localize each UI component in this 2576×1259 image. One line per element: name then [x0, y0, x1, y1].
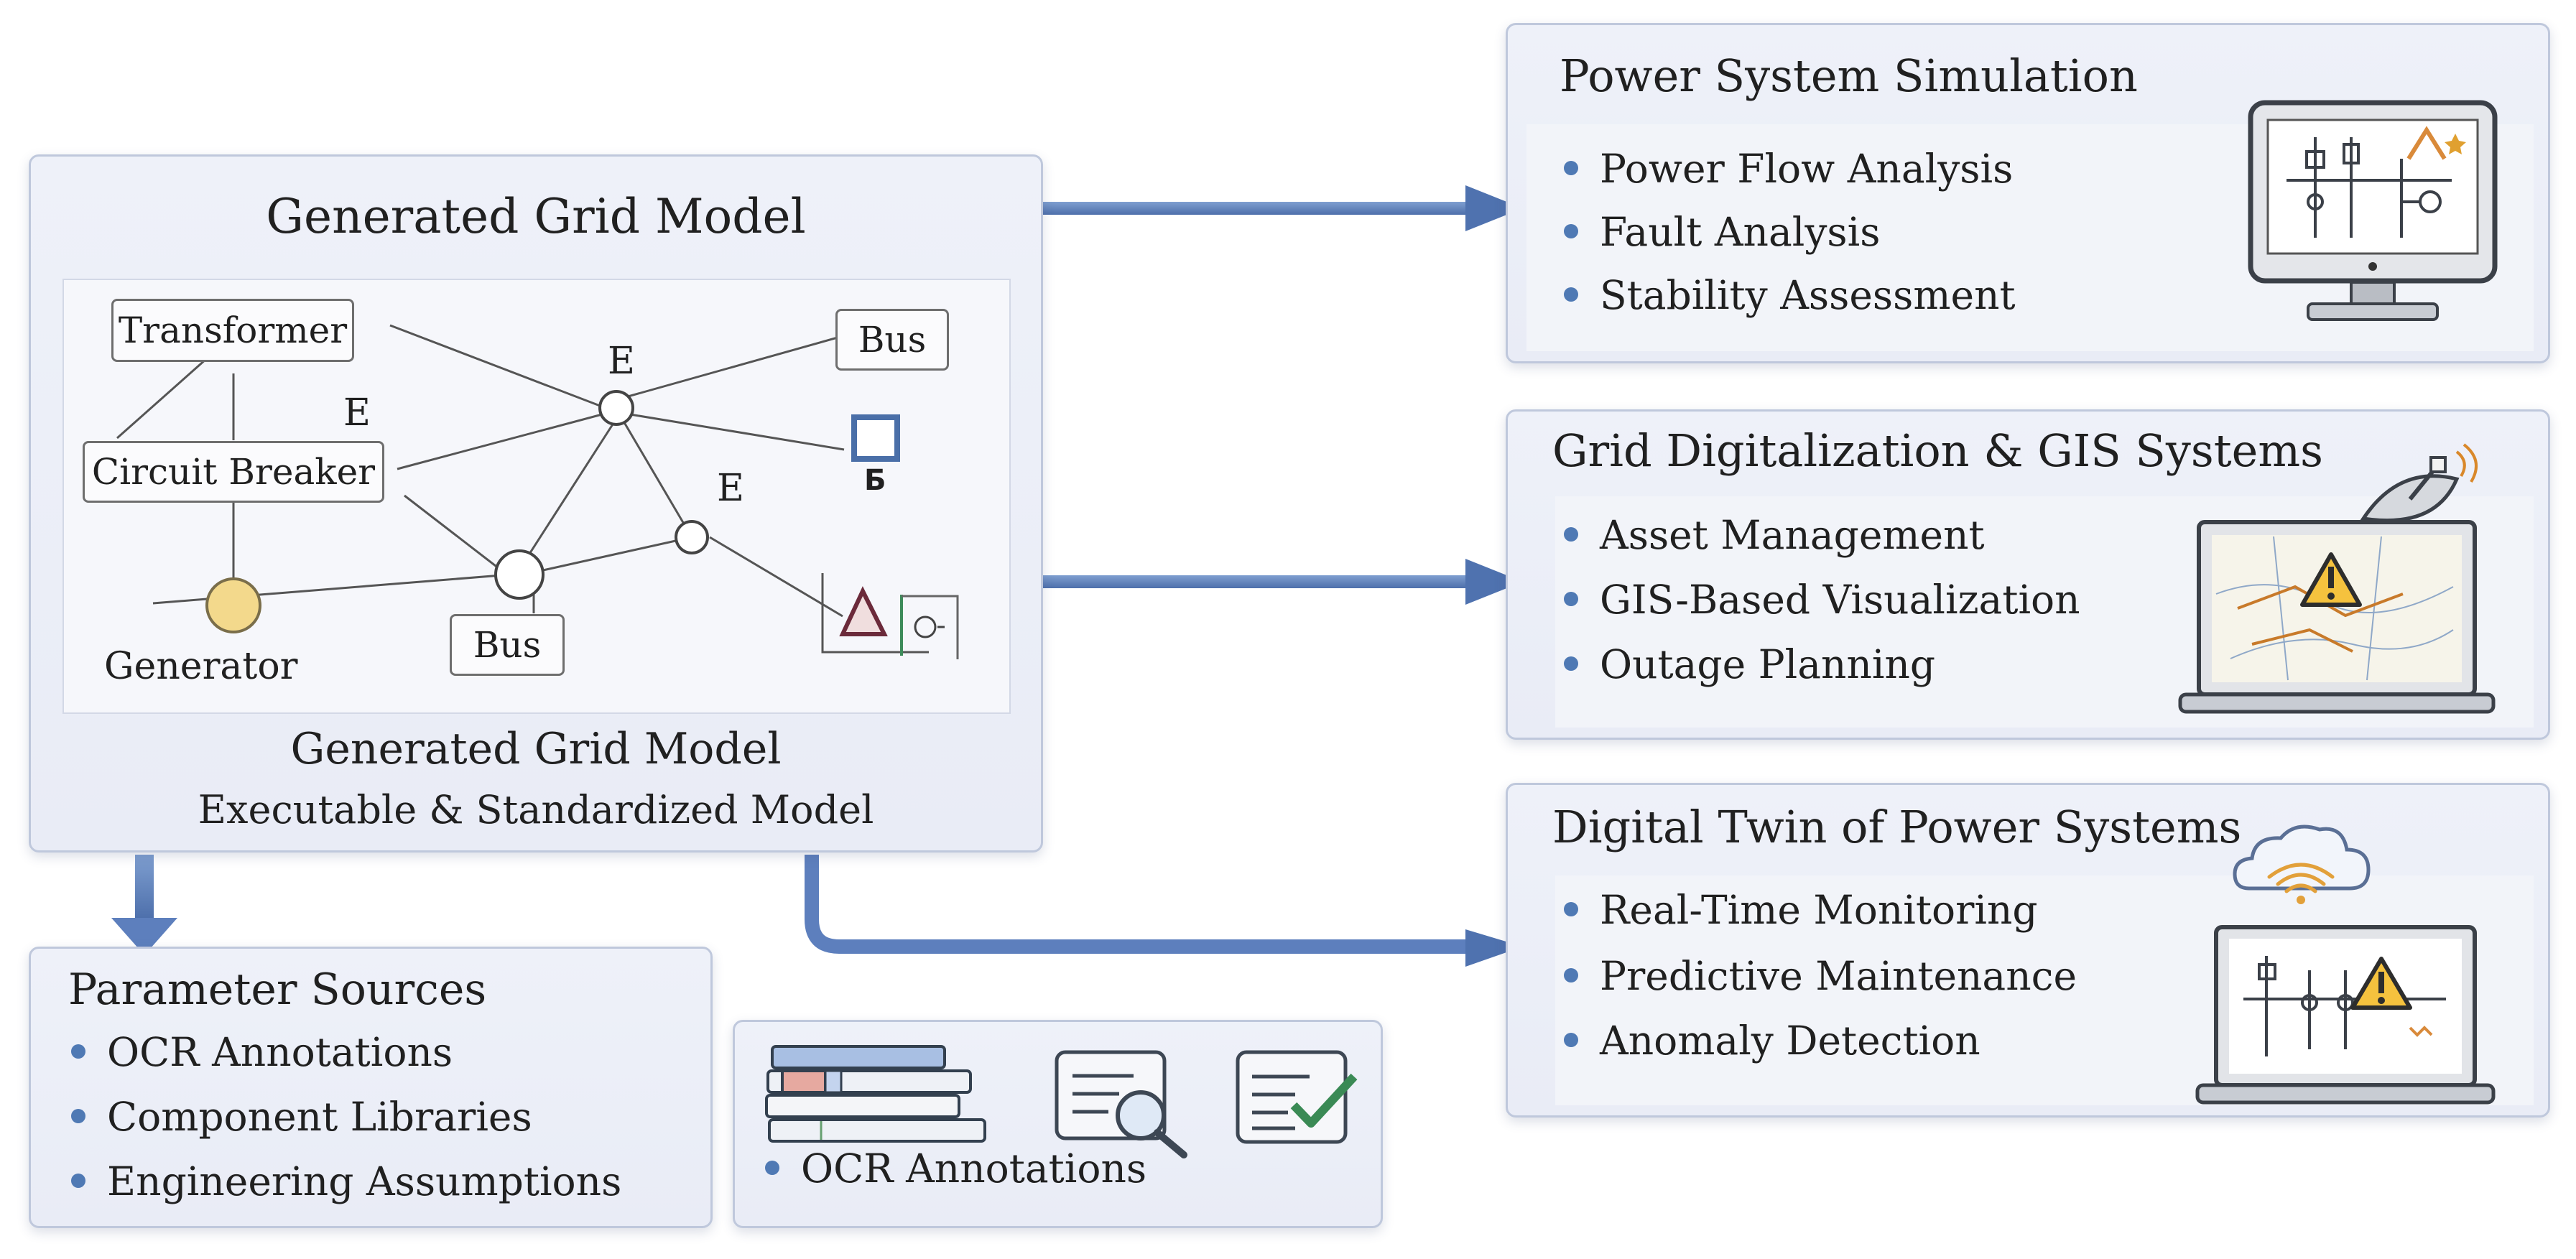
parameter-source-item: OCR Annotations: [71, 1029, 453, 1075]
digital-twin-item: Predictive Maintenance: [1564, 953, 2077, 999]
gis-item: Outage Planning: [1564, 641, 1935, 687]
document-search-icon: [1055, 1050, 1187, 1158]
digital-twin-item: Anomaly Detection: [1564, 1018, 1980, 1064]
grid-model-caption-title: Generated Grid Model: [290, 724, 782, 774]
bus-label-bottom: Bus: [450, 614, 565, 676]
digital-twin-title: Digital Twin of Power Systems: [1552, 801, 2242, 853]
transformer-label: Transformer: [111, 299, 354, 362]
parameter-source-item: Engineering Assumptions: [71, 1158, 621, 1204]
arrow-to-digital-twin: [805, 855, 1523, 967]
e-label-left: E: [343, 391, 371, 435]
gis-title: Grid Digitalization & GIS Systems: [1552, 424, 2323, 477]
laptop-cloud-icon: [2195, 824, 2496, 1105]
generator-label: Generator: [104, 645, 298, 688]
books-icon: [765, 1045, 986, 1143]
simulation-item: Fault Analysis: [1564, 209, 1880, 255]
parameter-source-item: Component Libraries: [71, 1094, 532, 1140]
bus-label-right: Bus: [835, 309, 949, 371]
grid-model-caption-subtitle: Executable & Standardized Model: [198, 787, 874, 832]
grid-diagram-lines: [116, 324, 959, 659]
arrow-to-gis: [1042, 559, 1523, 605]
grid-model-panel: Generated Grid Model: [29, 154, 1043, 853]
b-glyph-label: Б: [864, 464, 886, 497]
gis-panel: Grid Digitalization & GIS Systems Asset …: [1506, 409, 2550, 740]
digital-twin-panel: Digital Twin of Power Systems Real-Time …: [1506, 783, 2550, 1118]
e-label-top: E: [608, 340, 635, 383]
laptop-satellite-icon: [2178, 443, 2496, 714]
parameter-sources-title: Parameter Sources: [68, 965, 487, 1015]
grid-model-title: Generated Grid Model: [266, 189, 806, 244]
ocr-panel: OCR Annotations: [733, 1020, 1383, 1228]
gis-item: GIS-Based Visualization: [1564, 577, 2080, 623]
digital-twin-item: Real-Time Monitoring: [1564, 887, 2038, 933]
arrow-to-simulation: [1042, 185, 1523, 231]
ocr-annotations-item: OCR Annotations: [765, 1146, 1146, 1191]
triangle-symbol-icon: [821, 573, 959, 659]
gis-item: Asset Management: [1564, 512, 1985, 558]
checklist-icon: [1236, 1050, 1358, 1144]
monitor-icon: [2248, 100, 2498, 321]
bus-square-icon: [851, 414, 900, 462]
parameter-sources-panel: Parameter Sources OCR Annotations Compon…: [29, 947, 713, 1228]
e-label-mid: E: [717, 467, 744, 510]
simulation-title: Power System Simulation: [1560, 50, 2138, 102]
generator-icon: [205, 577, 261, 633]
simulation-panel: Power System Simulation Power Flow Analy…: [1506, 23, 2550, 363]
simulation-item: Power Flow Analysis: [1564, 146, 2013, 192]
simulation-item: Stability Assessment: [1564, 272, 2016, 318]
arrow-to-parameter-sources: [111, 855, 177, 955]
circuit-breaker-label: Circuit Breaker: [83, 441, 384, 503]
